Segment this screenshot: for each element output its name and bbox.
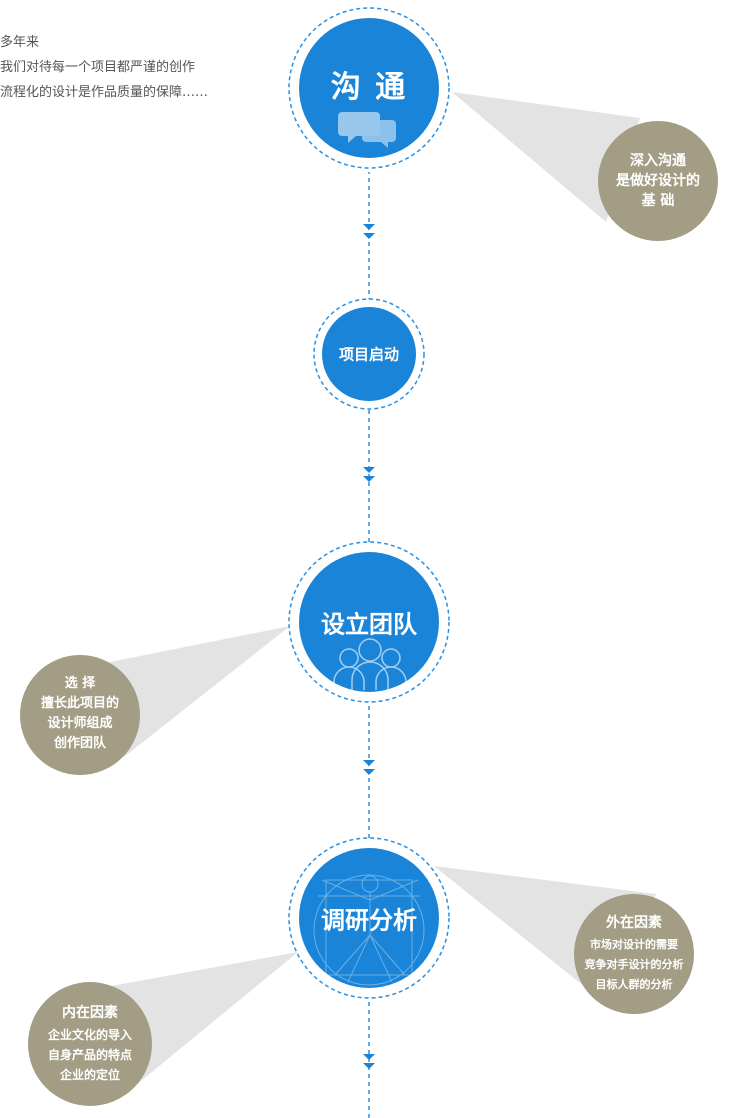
beam-communicate bbox=[452, 92, 640, 222]
node-kickoff-label: 项目启动 bbox=[338, 345, 400, 364]
node-team bbox=[288, 541, 450, 703]
flow-arrow bbox=[363, 467, 375, 482]
bubble-line: 是做好设计的 bbox=[616, 173, 700, 189]
bubble-external-text: 外在因素 市场对设计的需要 竞争对手设计的分析 目标人群的分析 bbox=[585, 913, 684, 995]
bubble-communicate-text: 深入沟通 是做好设计的 基 础 bbox=[616, 151, 700, 211]
vitruvian-man-icon bbox=[313, 874, 425, 986]
intro-line: 流程化的设计是作品质量的保障…… bbox=[0, 85, 209, 100]
flow-arrow bbox=[363, 224, 375, 239]
bubble-line: 擅长此项目的 bbox=[40, 696, 120, 711]
intro-text: 多年来 我们对待每一个项目都严谨的创作 流程化的设计是作品质量的保障…… bbox=[0, 30, 208, 105]
bubble-line: 竞争对手设计的分析 bbox=[584, 958, 684, 971]
intro-line: 我们对待每一个项目都严谨的创作 bbox=[0, 60, 196, 75]
bubble-line: 创作团队 bbox=[53, 736, 107, 751]
bubble-line: 基 础 bbox=[641, 193, 675, 209]
bubble-communicate bbox=[598, 121, 718, 241]
bubble-external bbox=[574, 894, 694, 1014]
node-research-label: 调研分析 bbox=[321, 906, 417, 935]
flow-arrow bbox=[363, 1054, 375, 1069]
bubble-line: 市场对设计的需要 bbox=[590, 938, 678, 951]
bubble-line: 目标人群的分析 bbox=[595, 978, 673, 991]
team-people-icon bbox=[333, 638, 407, 690]
speech-bubbles-icon bbox=[338, 112, 396, 148]
bubble-line: 设计师组成 bbox=[47, 716, 113, 731]
bubble-line: 自身产品的特点 bbox=[47, 1048, 133, 1062]
node-team-label: 设立团队 bbox=[321, 610, 417, 639]
flow-arrow bbox=[363, 760, 375, 775]
bubble-team bbox=[20, 655, 140, 775]
node-communicate-label: 沟 通 bbox=[330, 70, 408, 105]
node-kickoff bbox=[313, 298, 425, 410]
bubble-internal-text: 内在因素 企业文化的导入 自身产品的特点 企业的定位 bbox=[48, 1003, 132, 1085]
bubble-team-text: 选 择 擅长此项目的 设计师组成 创作团队 bbox=[41, 674, 119, 754]
bubble-line: 企业文化的导入 bbox=[47, 1028, 133, 1042]
node-communicate bbox=[288, 7, 450, 172]
bubble-title: 外在因素 bbox=[606, 915, 662, 931]
bubble-internal bbox=[28, 982, 152, 1106]
bubble-title: 内在因素 bbox=[61, 1005, 118, 1021]
bubble-line: 选 择 bbox=[64, 676, 96, 691]
bubble-line: 企业的定位 bbox=[59, 1068, 121, 1082]
bubble-line: 深入沟通 bbox=[630, 153, 686, 169]
intro-line: 多年来 bbox=[0, 35, 40, 50]
node-research bbox=[288, 837, 450, 999]
